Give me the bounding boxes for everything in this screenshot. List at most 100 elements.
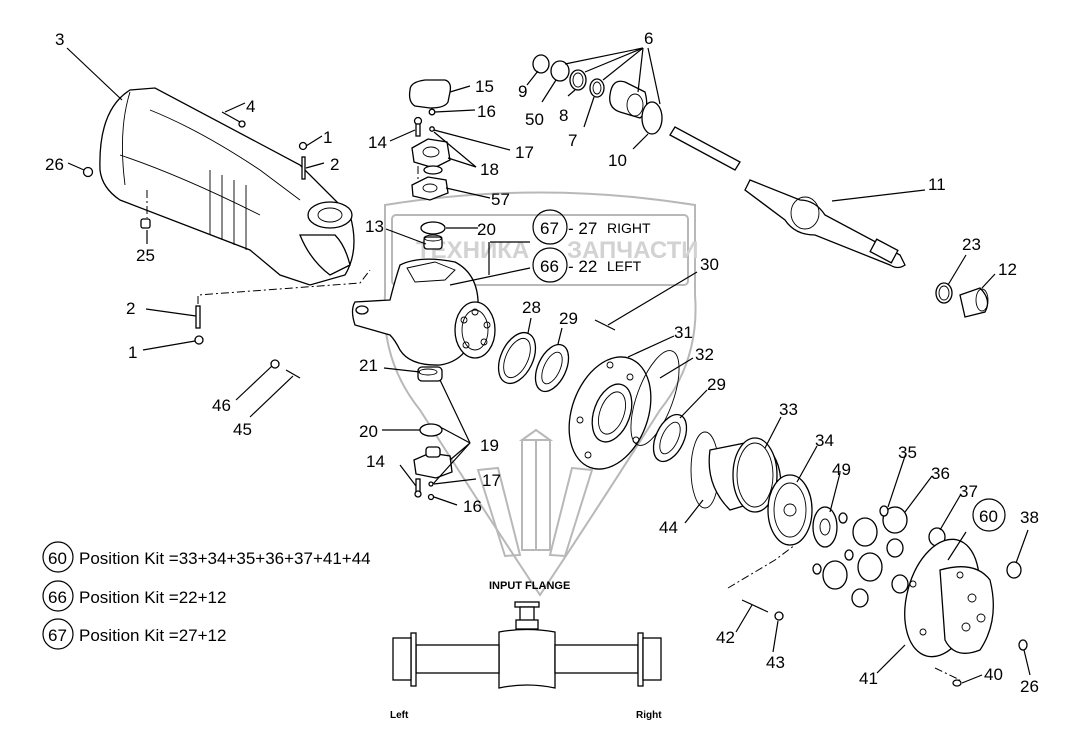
callout-2-top[interactable]: 2: [330, 155, 339, 174]
stud-30[interactable]: [594, 319, 616, 331]
callout-1-top[interactable]: 1: [323, 128, 332, 147]
ring-gear-33[interactable]: [708, 437, 782, 513]
gasket-57[interactable]: [411, 176, 449, 201]
callout-19[interactable]: 19: [480, 436, 499, 455]
nut-38[interactable]: [1006, 561, 1022, 579]
grease-nipple-16-bottom[interactable]: [427, 493, 435, 501]
stud-2-top[interactable]: [301, 156, 306, 180]
callout-42[interactable]: 42: [716, 628, 735, 647]
bearing-21[interactable]: [417, 366, 443, 382]
kit-67-callout[interactable]: 67 - 27 RIGHT: [532, 209, 651, 245]
callout-50[interactable]: 50: [525, 110, 544, 129]
carrier-34[interactable]: [767, 474, 813, 546]
kingpin-cover-top-18[interactable]: [411, 138, 451, 175]
stud-42[interactable]: [741, 599, 769, 613]
nut-46[interactable]: [270, 359, 280, 369]
seal-20-top[interactable]: [420, 221, 446, 235]
callout-43[interactable]: 43: [766, 653, 785, 672]
callout-6[interactable]: 6: [644, 29, 653, 48]
nut-26-right[interactable]: [1018, 639, 1028, 651]
callout-45[interactable]: 45: [233, 420, 252, 439]
plug-25[interactable]: [140, 218, 151, 229]
callout-33[interactable]: 33: [779, 400, 798, 419]
callout-8[interactable]: 8: [559, 106, 568, 125]
callout-9[interactable]: 9: [518, 82, 527, 101]
nut-26-left[interactable]: [82, 166, 94, 178]
bushing-12[interactable]: [959, 287, 989, 318]
callout-40[interactable]: 40: [984, 665, 1003, 684]
bolt-14-top[interactable]: [413, 116, 423, 137]
bolt-14-bottom[interactable]: [414, 478, 422, 498]
pin-45[interactable]: [285, 369, 301, 379]
callout-25[interactable]: 25: [136, 246, 155, 265]
callout-2-bottom[interactable]: 2: [126, 299, 135, 318]
washer-17-bottom[interactable]: [428, 481, 434, 487]
callout-41[interactable]: 41: [859, 669, 878, 688]
kit-60-callout[interactable]: 60: [972, 498, 1006, 532]
callout-16-top[interactable]: 16: [477, 102, 496, 121]
ring-50[interactable]: [550, 60, 570, 82]
callout-46[interactable]: 46: [212, 396, 231, 415]
thrust-washer-49[interactable]: [812, 506, 838, 548]
bearing-29-inner[interactable]: [529, 339, 576, 396]
seal-20-bottom[interactable]: [419, 423, 443, 437]
callout-4[interactable]: 4: [246, 97, 255, 116]
callout-15[interactable]: 15: [475, 77, 494, 96]
axle-housing-part[interactable]: [99, 87, 355, 286]
callout-1-bottom[interactable]: 1: [128, 343, 137, 362]
callout-7[interactable]: 7: [568, 131, 577, 150]
callout-20-top[interactable]: 20: [477, 220, 496, 239]
callout-36[interactable]: 36: [931, 464, 950, 483]
callout-13[interactable]: 13: [365, 217, 384, 236]
callout-30[interactable]: 30: [700, 255, 719, 274]
washers-35[interactable]: [812, 505, 889, 575]
callout-34[interactable]: 34: [815, 431, 834, 450]
kingpin-cover-bottom-19[interactable]: [413, 446, 453, 479]
callout-21[interactable]: 21: [359, 356, 378, 375]
seal-28[interactable]: [491, 327, 543, 389]
callout-17-bottom[interactable]: 17: [482, 471, 501, 490]
washer-17-top[interactable]: [429, 126, 435, 132]
callout-14-top[interactable]: 14: [368, 133, 387, 152]
callout-11[interactable]: 11: [928, 175, 946, 194]
stud-2-bottom[interactable]: [195, 305, 201, 329]
callout-20-bottom[interactable]: 20: [359, 422, 378, 441]
nut-43[interactable]: [774, 611, 784, 621]
callout-28[interactable]: 28: [522, 298, 541, 317]
callout-12[interactable]: 12: [998, 260, 1017, 279]
callout-29-inner[interactable]: 29: [559, 309, 578, 328]
callout-26-right[interactable]: 26: [1020, 677, 1039, 696]
callout-44[interactable]: 44: [659, 518, 678, 537]
planet-hub-41[interactable]: [893, 531, 994, 665]
seal-7[interactable]: [589, 78, 605, 98]
callout-37[interactable]: 37: [959, 482, 978, 501]
grease-nipple-16-top[interactable]: [428, 108, 436, 116]
kit-66-callout[interactable]: 66 - 22 LEFT: [532, 247, 642, 283]
callout-29-outer[interactable]: 29: [707, 375, 726, 394]
cap-15[interactable]: [408, 79, 452, 109]
callout-3[interactable]: 3: [55, 30, 64, 49]
nut-1-top[interactable]: [298, 141, 308, 151]
callout-23[interactable]: 23: [962, 235, 981, 254]
callout-38[interactable]: 38: [1020, 508, 1039, 527]
axle-shaft-11[interactable]: [669, 126, 906, 269]
steering-knuckle-part[interactable]: [351, 258, 496, 366]
callout-17-top[interactable]: 17: [515, 143, 534, 162]
ring-8[interactable]: [569, 69, 587, 91]
bearing-13[interactable]: [423, 234, 443, 250]
ring-23[interactable]: [935, 282, 953, 304]
callout-14-bottom[interactable]: 14: [366, 452, 385, 471]
bolt-40[interactable]: [952, 679, 962, 687]
callout-16-bottom[interactable]: 16: [463, 497, 482, 516]
snap-ring-9[interactable]: [532, 54, 550, 74]
callout-26-left[interactable]: 26: [45, 155, 64, 174]
bolt-4[interactable]: [221, 111, 246, 128]
callout-31[interactable]: 31: [674, 323, 693, 342]
callout-32[interactable]: 32: [695, 345, 714, 364]
planet-gears-36[interactable]: [822, 506, 908, 590]
bearing-29-outer[interactable]: [647, 409, 694, 466]
o-ring-10[interactable]: [641, 101, 663, 135]
callout-10[interactable]: 10: [608, 151, 627, 170]
callout-18[interactable]: 18: [480, 160, 499, 179]
seal-6[interactable]: [609, 80, 648, 119]
